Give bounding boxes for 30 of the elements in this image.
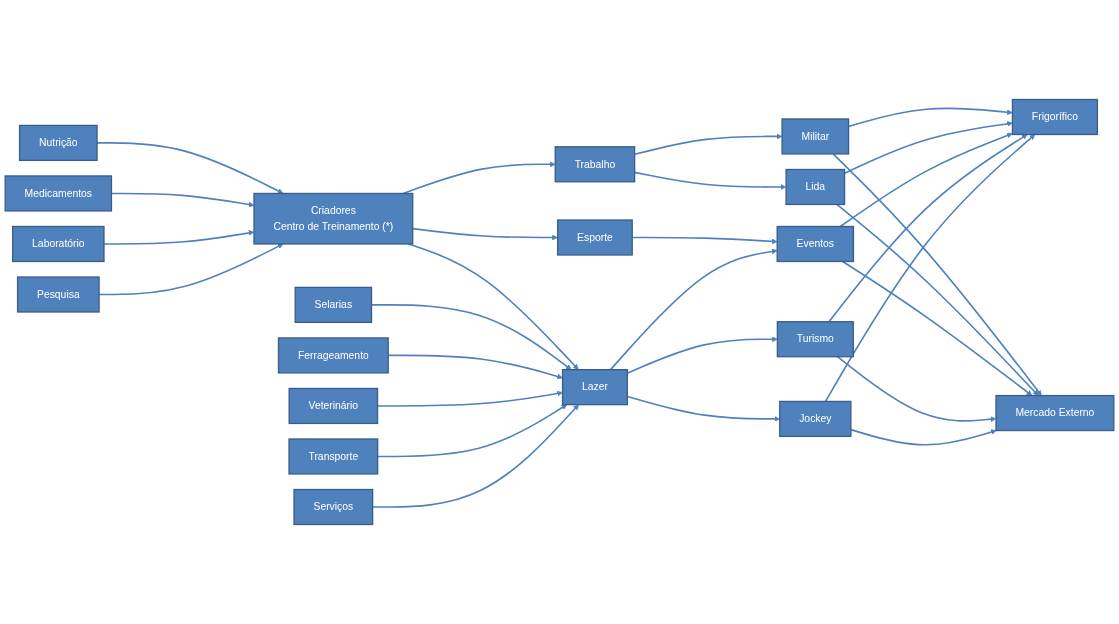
- node-box: Nutrição: [18, 124, 98, 162]
- node-box: Trabalho: [554, 146, 636, 183]
- node-box: Ferrageamento: [277, 337, 389, 374]
- arrow: [850, 428, 997, 446]
- node-box: Transporte: [288, 438, 379, 475]
- node-box: Frigorífico: [1011, 98, 1099, 136]
- arrow: [836, 203, 1039, 396]
- arrow: [841, 260, 1033, 396]
- node-box: Pesquisa: [16, 276, 100, 313]
- node-box: Serviços: [293, 488, 374, 526]
- node-box: Selarias: [294, 286, 373, 323]
- arrow: [839, 132, 1013, 228]
- arrow: [824, 134, 1036, 403]
- node-box: Militar: [781, 118, 850, 155]
- node-box: Eventos: [776, 225, 855, 263]
- node-box: Laboratório: [12, 225, 105, 263]
- arrow: [402, 161, 556, 195]
- node-box: Criadores Centro de Treinamento (*): [253, 192, 414, 245]
- node-box: Medicamentos: [4, 175, 113, 212]
- arrow: [828, 134, 1028, 323]
- arrow: [609, 248, 778, 371]
- arrow: [836, 355, 997, 422]
- node-box: Esporte: [557, 219, 633, 256]
- node-box: Lazer: [561, 369, 628, 406]
- arrow: [832, 153, 1042, 396]
- node-box: Jockey: [779, 400, 852, 438]
- node-box: Veterinário: [288, 387, 379, 425]
- node-box: Lida: [785, 168, 846, 206]
- node-box: Mercado Externo: [995, 394, 1115, 432]
- node-box: Turismo: [776, 321, 854, 358]
